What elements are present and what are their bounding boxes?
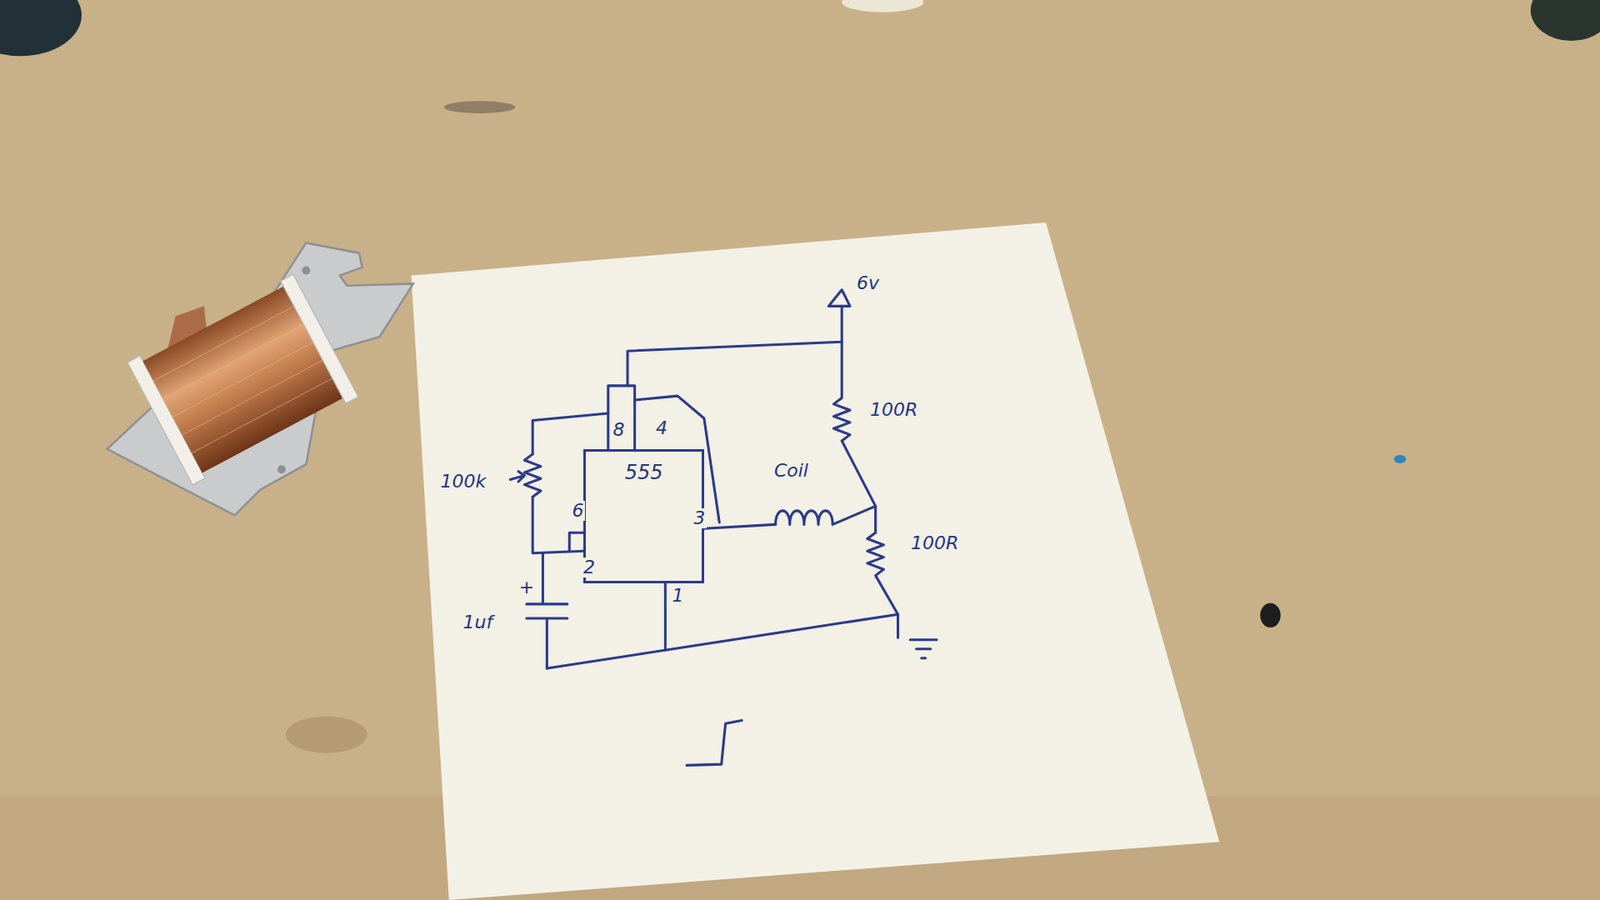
pin1-wire [664,583,667,650]
pot-wiper [510,471,525,482]
component-label: + [517,577,536,598]
solenoid-coil [107,242,414,515]
component-label: Coil [772,460,810,481]
component-label: 100R [868,400,920,420]
pin-number: 2 [581,557,597,578]
coil-symbol [775,505,876,525]
chip-name: 555 [585,451,701,484]
component-label: 1uf [460,612,495,633]
schematic-wiring [510,290,937,766]
desk-spot [1260,603,1280,628]
ground-symbol [910,640,937,659]
supply-arrow [828,290,850,307]
component-label: 100R [909,533,960,554]
potentiometer-symbol [524,454,541,497]
desk-mark [444,100,516,114]
output-wire [704,524,776,529]
gear-object [841,0,924,13]
pin-number: 6 [570,500,585,521]
dark-object [1530,0,1600,41]
dark-object [0,0,82,56]
desk-stain [285,716,368,754]
supply-wire [627,305,842,386]
step-sketch [686,720,742,765]
pin-number: 1 [670,585,685,606]
pin-number: 8 [610,420,626,440]
component-label: 100k [439,471,489,492]
pin8-stub [608,385,635,450]
pin-number: 4 [654,418,670,439]
paper-note [410,222,1220,900]
pin-number: 3 [691,508,707,529]
resistor-symbol [867,505,899,638]
capacitor-symbol [526,553,568,669]
resistor-symbol [833,341,875,506]
desk-spot [1394,455,1407,464]
ic-chip-box: 555 [583,449,704,585]
component-label: 6v [855,273,881,294]
ground-wire [546,614,898,669]
pot-wire [532,413,609,455]
